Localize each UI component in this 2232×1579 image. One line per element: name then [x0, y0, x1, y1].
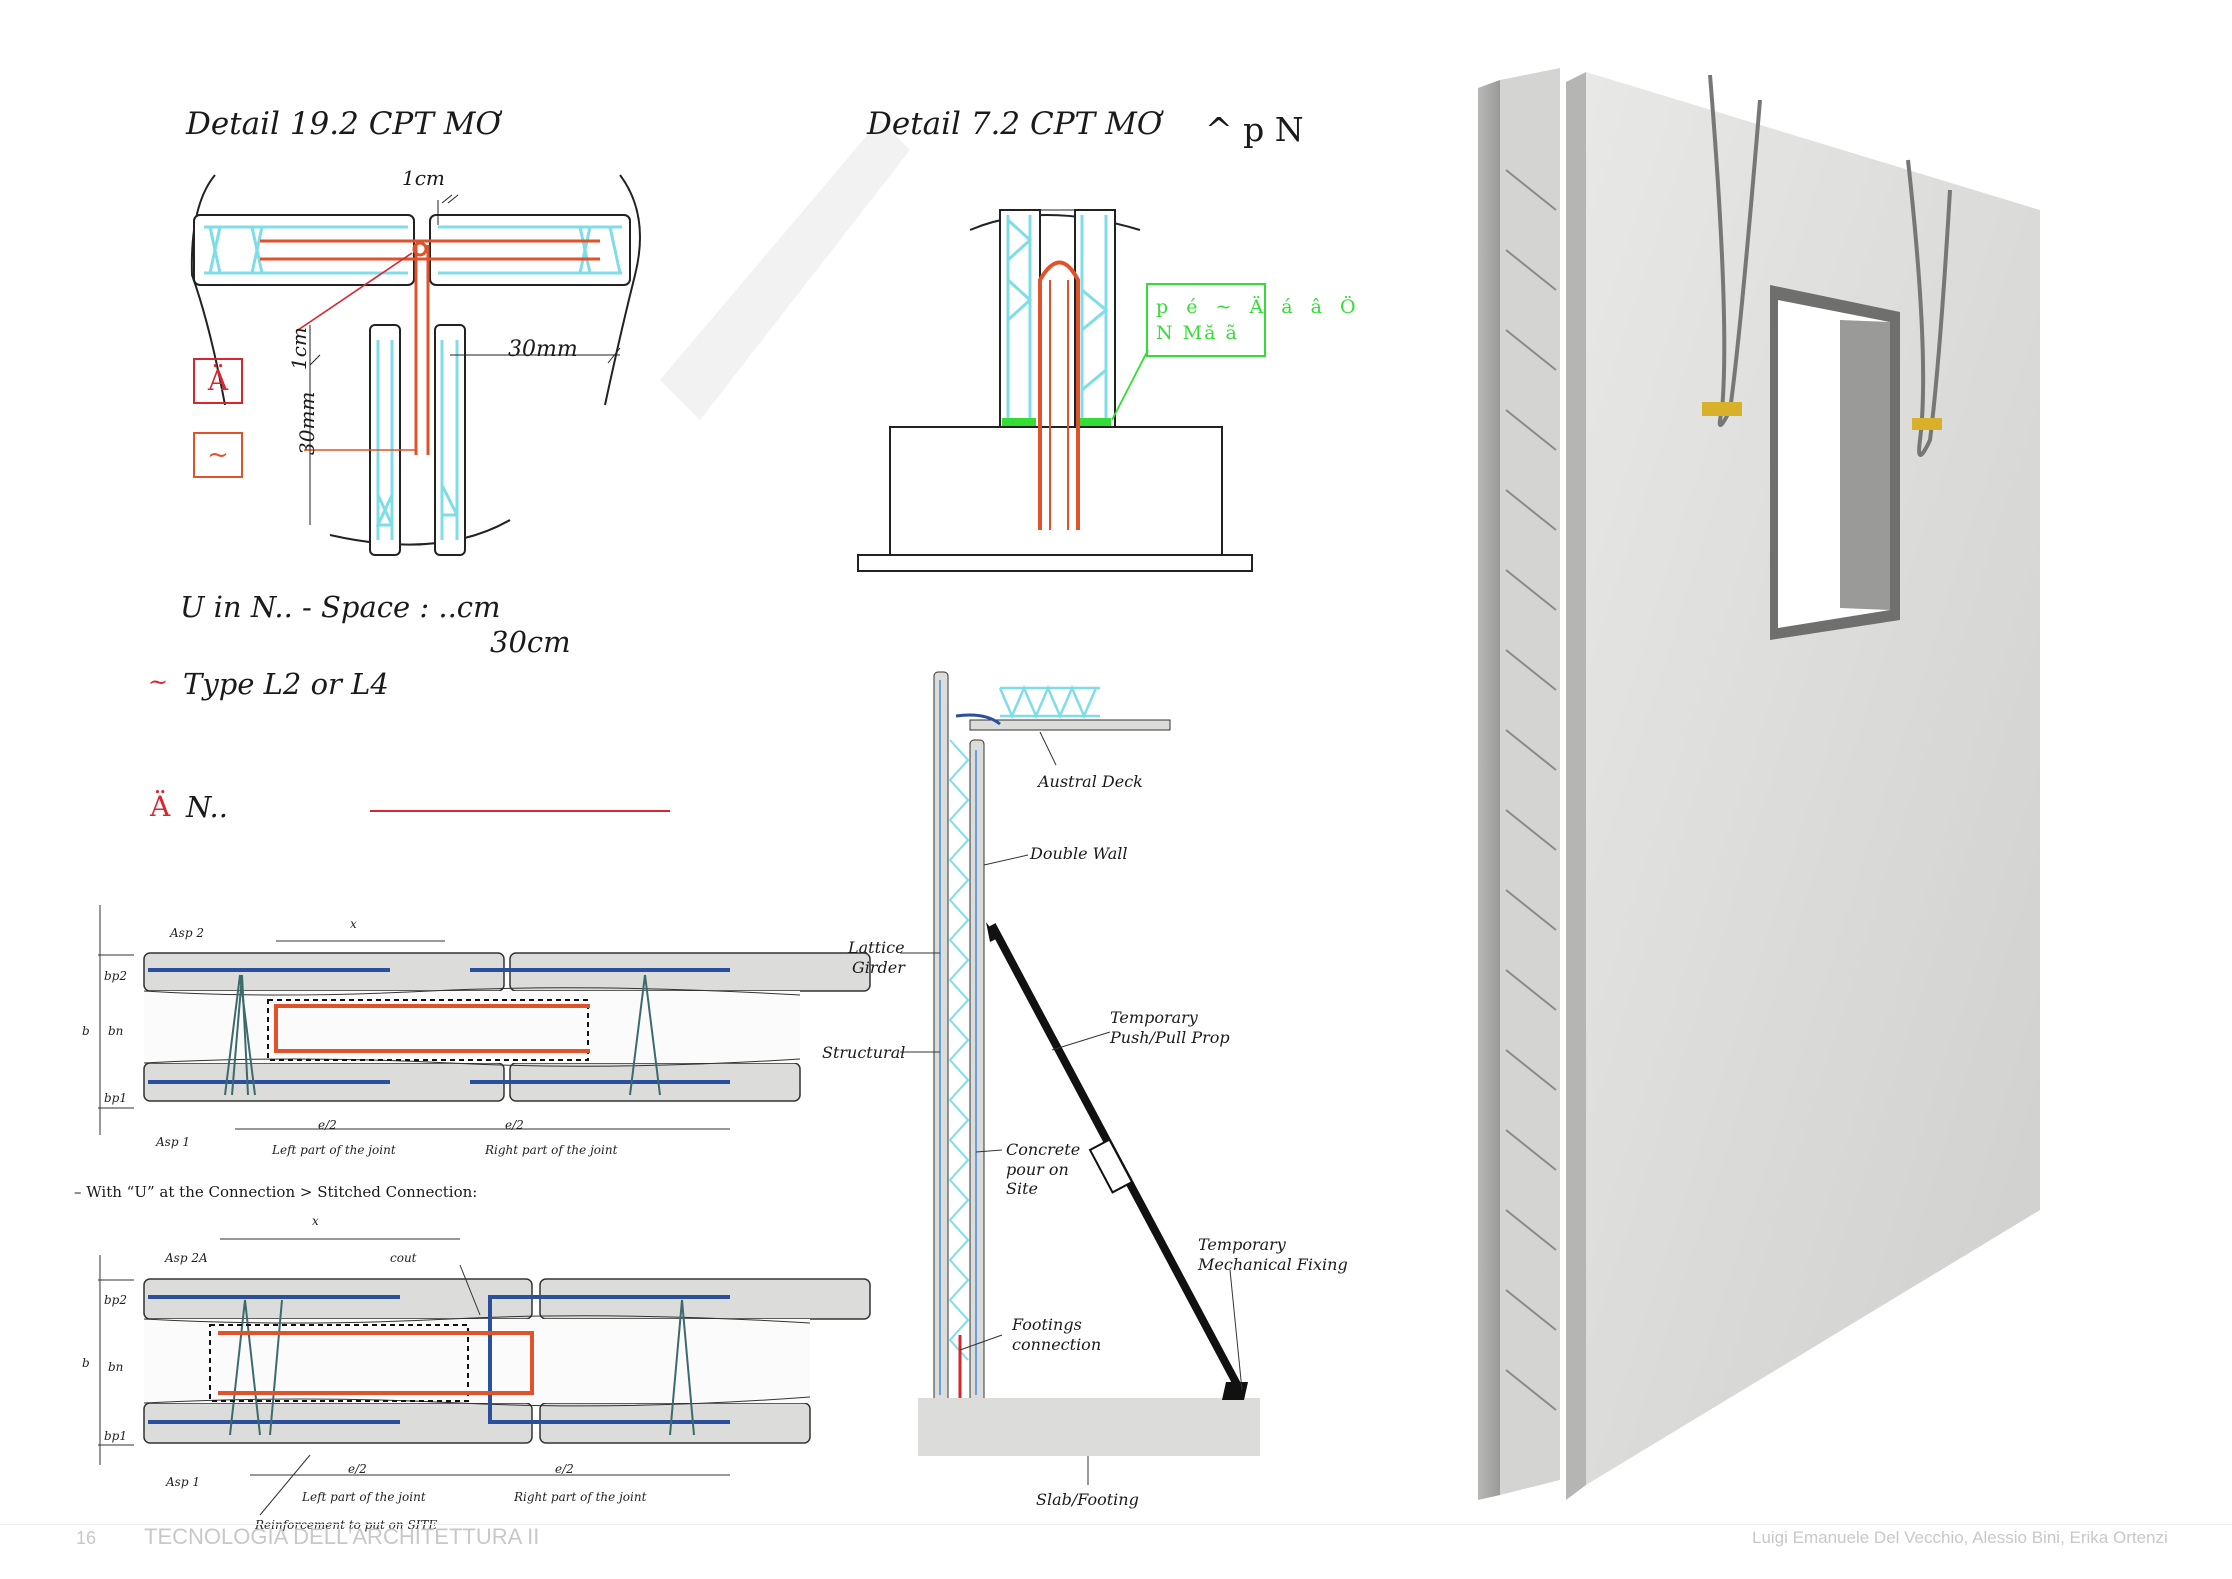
- marker-a-label: Ä: [207, 364, 229, 397]
- label-slab-footing: Slab/Footing: [1036, 1490, 1139, 1509]
- detail-left-drawing: [190, 174, 641, 556]
- joint1-b: b: [82, 1024, 90, 1038]
- joint2-reinforcement: Reinforcement to put on SITE: [255, 1518, 438, 1532]
- label-structural: Structural: [822, 1043, 906, 1062]
- green-callout-box: [1146, 283, 1266, 357]
- joint1-x: x: [350, 917, 357, 931]
- footer-page-number: 16: [76, 1528, 97, 1548]
- label-austral-deck: Austral Deck: [1038, 772, 1143, 791]
- joint2-bn: bn: [108, 1360, 124, 1374]
- green-callout-line2: N Mă ã: [1156, 322, 1239, 344]
- dim-1cm-top: 1cm: [402, 166, 445, 190]
- detail-right-drawing: [857, 209, 1253, 572]
- label-pour-2: pour on: [1006, 1160, 1069, 1179]
- joint1-right-part: Right part of the joint: [485, 1143, 618, 1157]
- joint2-e2b: e/2: [555, 1462, 574, 1476]
- precast-panel-render: [1478, 68, 2040, 1500]
- watermark-mark: [660, 120, 910, 420]
- joint2-right-part: Right part of the joint: [514, 1490, 647, 1504]
- label-double-wall: Double Wall: [1030, 844, 1128, 863]
- joint1-bp1: bp1: [104, 1091, 127, 1105]
- joint2-asp2a: Asp 2A: [165, 1251, 208, 1265]
- dim-1cm-side: 1cm: [287, 327, 311, 370]
- joint1-e2b: e/2: [505, 1118, 524, 1132]
- note-an-underline: [370, 810, 670, 812]
- joint2-left-part: Left part of the joint: [302, 1490, 426, 1504]
- joint2-bp2: bp2: [104, 1293, 127, 1307]
- note-u-space: U in N.. - Space : ..cm: [180, 590, 501, 624]
- label-prop-2: Push/Pull Prop: [1110, 1028, 1230, 1047]
- joint1-left-part: Left part of the joint: [272, 1143, 396, 1157]
- footer-course-title: TECNOLOGIA DELL'ARCHITETTURA II: [144, 1524, 540, 1549]
- dim-30mm-side: 30mm: [295, 391, 319, 455]
- label-pour-3: Site: [1006, 1179, 1038, 1198]
- label-foot-1: Footings: [1012, 1315, 1082, 1334]
- label-lattice-1: Lattice: [848, 938, 905, 957]
- joint2-asp1: Asp 1: [166, 1475, 200, 1489]
- marker-b-box: ~: [193, 432, 243, 478]
- green-callout-line1: p é ~ Ä á â Ö: [1156, 296, 1362, 318]
- joint1-drawing: [98, 905, 871, 1135]
- joint1-bn: bn: [108, 1024, 124, 1038]
- note-an-bullet: Ä: [150, 790, 171, 823]
- joint1-bp2: bp2: [104, 969, 127, 983]
- detail-right-extra: ^ p N: [1205, 110, 1304, 149]
- marker-a-box: Ä: [193, 358, 243, 404]
- joint2-bp1: bp1: [104, 1429, 127, 1443]
- note-type-bullet: ~: [148, 668, 169, 696]
- joint1-asp1: Asp 1: [156, 1135, 190, 1149]
- section-drawing: [900, 671, 1260, 1485]
- joint2-x: x: [312, 1214, 319, 1228]
- footer-rule: [0, 1524, 2232, 1525]
- note-an-text: N..: [186, 790, 228, 824]
- footer-authors: Luigi Emanuele Del Vecchio, Alessio Bini…: [1752, 1528, 2168, 1547]
- label-pour-1: Concrete: [1006, 1140, 1081, 1159]
- dim-30mm-right: 30mm: [508, 337, 578, 362]
- note-u-value: 30cm: [490, 625, 571, 659]
- joint2-b: b: [82, 1356, 90, 1370]
- joint1-asp2: Asp 2: [170, 926, 204, 940]
- stitch-heading: – With “U” at the Connection > Stitched …: [74, 1183, 478, 1201]
- joint2-cout: cout: [390, 1251, 417, 1265]
- detail-left-title: Detail 19.2 CPT MƠ: [186, 106, 501, 142]
- label-fix-1: Temporary: [1198, 1235, 1286, 1254]
- joint2-drawing: [98, 1238, 871, 1516]
- marker-b-label: ~: [207, 440, 229, 470]
- joint1-e2a: e/2: [318, 1118, 337, 1132]
- note-type-text: Type L2 or L4: [183, 667, 389, 701]
- detail-right-title: Detail 7.2 CPT MƠ: [867, 106, 1163, 142]
- label-lattice-2: Girder: [852, 958, 905, 977]
- label-fix-2: Mechanical Fixing: [1198, 1255, 1348, 1274]
- joint2-e2a: e/2: [348, 1462, 367, 1476]
- label-foot-2: connection: [1012, 1335, 1102, 1354]
- label-prop-1: Temporary: [1110, 1008, 1198, 1027]
